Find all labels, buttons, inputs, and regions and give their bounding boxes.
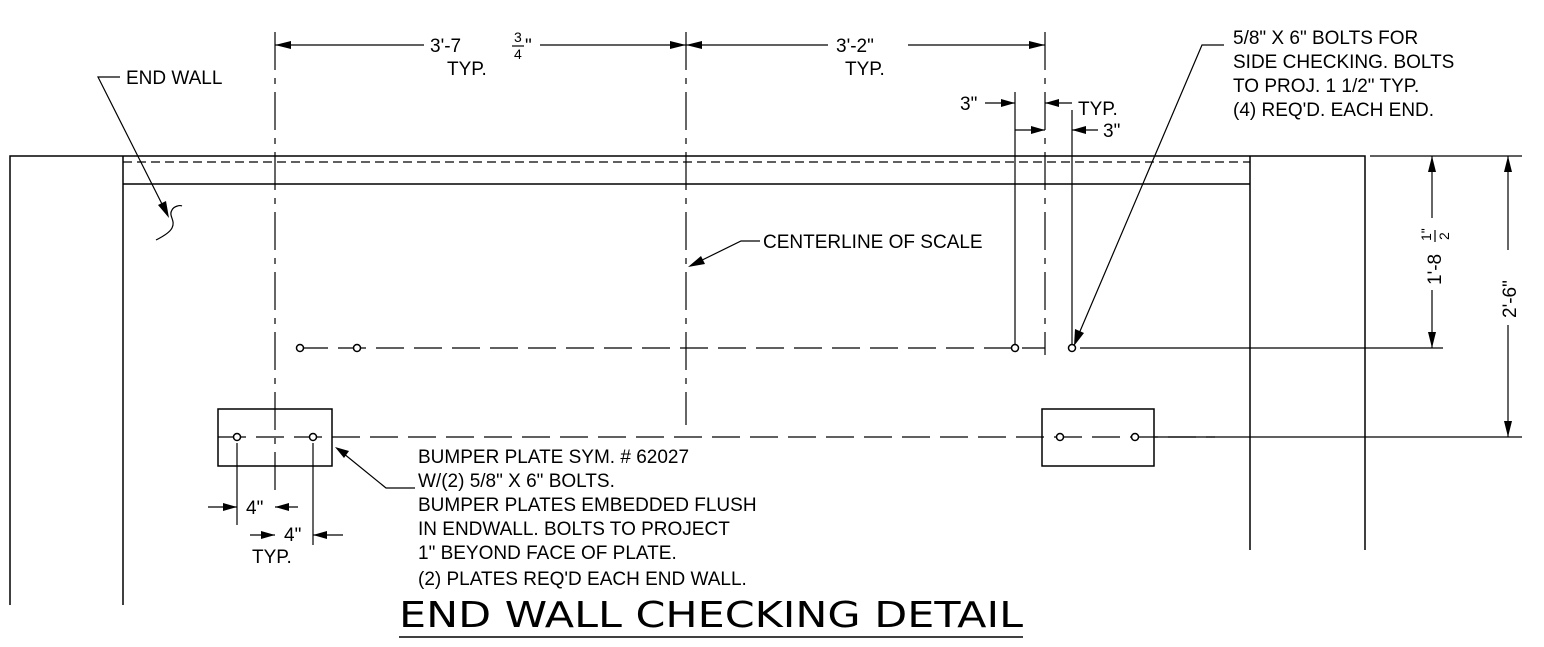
bumper-plate-note: BUMPER PLATE SYM. # 62027 W/(2) 5/8" X 6…: [418, 447, 757, 590]
bumper-plate-note-line: W/(2) 5/8" X 6" BOLTS.: [418, 471, 615, 492]
side-bolt-note-line: TO PROJ. 1 1/2" TYP.: [1233, 76, 1419, 97]
dim-plate-bolt-2: 4": [284, 525, 301, 546]
drawing-title: END WALL CHECKING DETAIL: [399, 595, 1023, 636]
extension-lines: [236, 92, 1522, 545]
centerline-label: CENTERLINE OF SCALE: [763, 232, 983, 253]
dim-spacing-left-frac-num: 3: [514, 29, 522, 45]
dim-vertical-1-frac-den: 2: [1436, 232, 1452, 240]
side-bolt-note-line: 5/8" X 6" BOLTS FOR: [1233, 28, 1418, 49]
bolt-offset-dimension: [985, 99, 1098, 134]
end-wall-leader: [97, 76, 168, 215]
dim-spacing-right-typ: TYP.: [845, 59, 885, 80]
dim-spacing-left-frac-den: 4: [514, 46, 522, 62]
dim-spacing-left-typ: TYP.: [447, 59, 487, 80]
side-bolt-note-line: SIDE CHECKING. BOLTS: [1233, 52, 1454, 73]
dim-spacing-left-close: ": [525, 36, 532, 57]
side-bolt-note-line: (4) REQ'D. EACH END.: [1233, 100, 1434, 121]
top-dimension-lines: [275, 41, 1045, 49]
dim-bolt-offset-right: 3": [1103, 121, 1120, 142]
bumper-plates: [217, 408, 1155, 467]
dim-bolt-offset-typ: TYP.: [1078, 99, 1118, 120]
bolts: [232, 343, 1140, 442]
dim-vertical-1: 1'-8: [1425, 254, 1446, 285]
plate-bolt-dimension: [208, 503, 343, 539]
plate-bolt-icon: [1055, 432, 1065, 442]
dim-vertical-2: 2'-6": [1500, 280, 1521, 318]
bumper-plate-right: [1041, 408, 1155, 467]
side-bolt-icon: [295, 343, 305, 353]
plate-bolt-icon: [308, 432, 318, 442]
dim-plate-typ: TYP.: [252, 547, 292, 568]
dim-spacing-left: 3'-7: [430, 36, 461, 57]
dim-spacing-right: 3'-2": [836, 36, 874, 57]
plate-bolt-icon: [1130, 432, 1140, 442]
leader-lines: [97, 44, 1224, 489]
vertical-dimension-lines: [1428, 156, 1512, 437]
side-bolt-icon: [1067, 343, 1077, 353]
end-wall-label: END WALL: [126, 68, 222, 89]
bumper-plate-note-line: BUMPER PLATE SYM. # 62027: [418, 447, 689, 468]
bumper-plate-note-line: (2) PLATES REQ'D EACH END WALL.: [418, 569, 747, 590]
side-bolt-icon: [1010, 343, 1020, 353]
center-lines: [218, 32, 1215, 495]
side-bolt-note: 5/8" X 6" BOLTS FOR SIDE CHECKING. BOLTS…: [1233, 28, 1454, 121]
centerline-leader: [689, 240, 760, 267]
side-bolt-icon: [352, 343, 362, 353]
bumper-plate-leader: [337, 448, 415, 489]
bumper-plate-left: [217, 408, 333, 467]
dim-bolt-offset-left: 3": [960, 94, 977, 115]
dim-plate-bolt-1: 4": [246, 498, 263, 519]
bumper-plate-note-line: IN ENDWALL. BOLTS TO PROJECT: [418, 519, 730, 540]
bumper-plate-note-line: 1" BEYOND FACE OF PLATE.: [418, 543, 677, 564]
dim-vertical-1-frac-num: 1": [1418, 228, 1434, 241]
bumper-plate-note-line: BUMPER PLATES EMBEDDED FLUSH: [418, 495, 757, 516]
plate-bolt-icon: [232, 432, 242, 442]
side-bolt-leader: [1074, 44, 1224, 344]
